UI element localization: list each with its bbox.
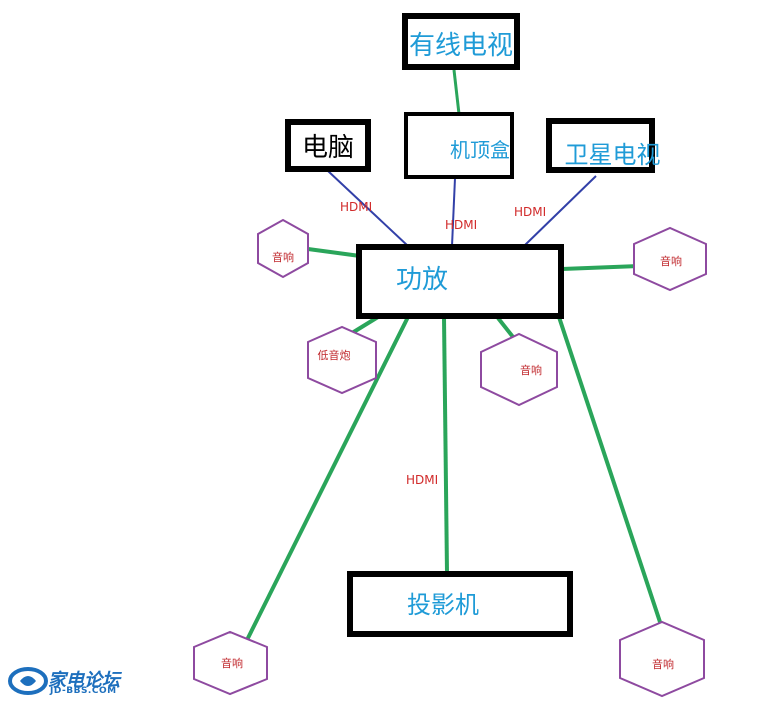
speaker-hexagon-rear-left [193,630,268,696]
computer-label: 电脑 [301,133,354,163]
speaker-line-right-upper [561,264,639,271]
speaker-label-rear-right: 音响 [652,658,674,671]
speaker-label-right-upper: 音响 [660,255,682,268]
speaker-hexagon-left-upper [257,218,309,279]
projector-line [442,316,449,574]
hdmi-line-computer [327,170,409,247]
projector-label: 投影机 [407,590,479,619]
speaker-line-center [496,316,515,339]
forum-logo-text: 家电论坛 [48,670,120,691]
forum-logo-icon [8,667,48,695]
satellite-tv-label: 卫星电视 [564,141,661,169]
hdmi-label-satellite: HDMI [514,205,547,219]
speaker-label-rear-left: 音响 [221,657,243,670]
computer-box: 电脑 [285,119,371,172]
amplifier-box: 功放 [356,244,564,319]
hdmi-line-settop [451,177,456,247]
speaker-line-rear-right [555,310,662,623]
cable-tv-label: 有线电视 [408,31,513,61]
speaker-line-rear-left [244,316,410,643]
cable-tv-box: 有线电视 [402,13,520,70]
hdmi-label-settop: HDMI [445,218,478,232]
set-top-box: 机顶盒 [404,112,514,179]
set-top-box-label: 机顶盒 [450,138,510,162]
speaker-line-subwoofer [350,315,380,335]
speaker-hexagon-center [480,332,558,407]
speaker-label-left-upper: 音响 [272,251,294,264]
forum-logo-url: JD-BBS.COM [50,686,117,696]
speaker-label-subwoofer: 低音炮 [317,349,351,362]
amplifier-label: 功放 [396,265,449,295]
satellite-tv-box: 卫星电视 [546,118,661,173]
cable-tv-to-settop-line [452,69,461,115]
hdmi-label-computer: HDMI [340,200,373,214]
speaker-line-left-upper [307,247,361,258]
projector-box: 投影机 [347,571,573,637]
hdmi-label-projector: HDMI [406,473,439,487]
speaker-label-center: 音响 [520,364,542,377]
speaker-hexagon-right-upper [633,226,707,292]
hdmi-line-satellite [523,175,597,247]
forum-logo: 家电论坛 JD-BBS.COM [8,666,138,698]
speaker-hexagon-rear-right [619,620,705,698]
speaker-hexagon-subwoofer [307,325,377,395]
